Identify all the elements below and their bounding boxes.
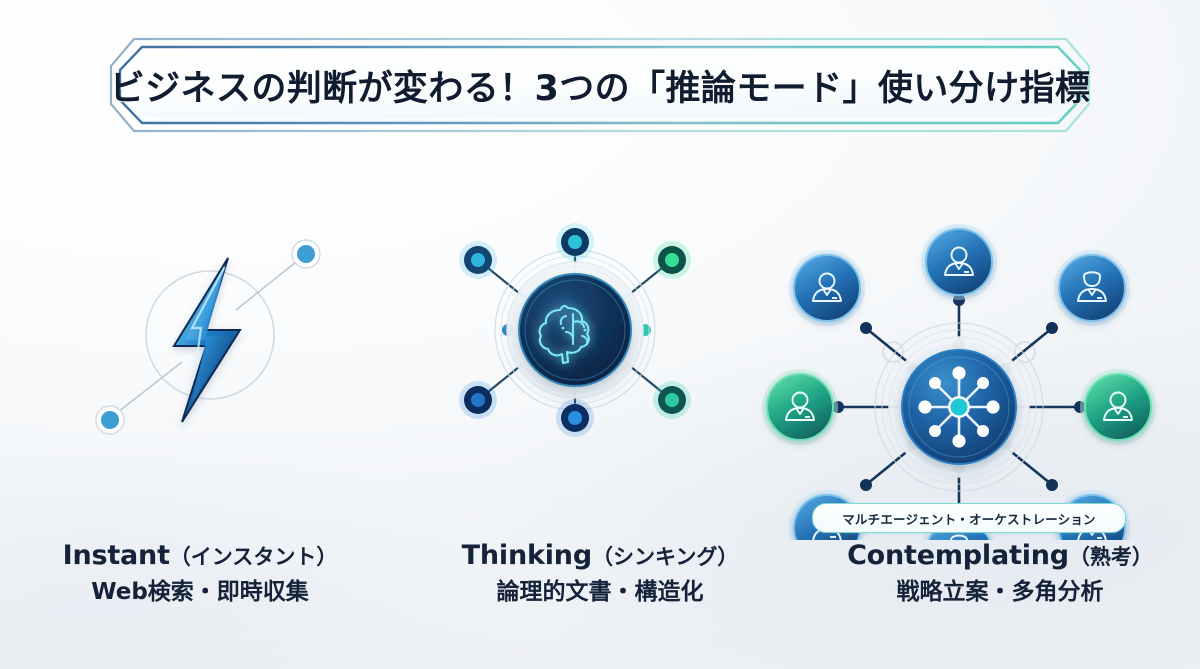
orchestration-badge-label: マルチエージェント・オーケストレーション	[842, 511, 1096, 527]
caption-contemplating-name-en: Contemplating	[847, 540, 1069, 571]
agent-avatar-right	[1080, 369, 1156, 445]
brain-icon	[538, 304, 590, 365]
thinking-satellite-node-bottom	[556, 399, 594, 437]
instant-cluster	[95, 239, 321, 435]
network-hub-icon	[918, 366, 1000, 448]
agent-avatar-top	[921, 224, 997, 300]
caption-instant-name-jp: （インスタント）	[169, 545, 338, 569]
caption-instant-name-en: Instant	[62, 540, 170, 571]
caption-instant-title: Instant（インスタント）	[0, 540, 400, 572]
instant-satellite-node-2	[95, 405, 125, 435]
caption-contemplating-subtitle: 戦略立案・多角分析	[896, 578, 1104, 605]
caption-contemplating-name-jp: （熟考）	[1068, 545, 1153, 569]
orchestration-badge: マルチエージェント・オーケストレーション	[812, 503, 1126, 533]
thinking-satellite-node-lower-right	[653, 381, 691, 419]
thinking-cluster	[459, 223, 691, 437]
diagram-svg	[95, 223, 1156, 540]
contemplating-cluster	[762, 224, 1156, 540]
title-banner-frame	[109, 37, 1091, 133]
thinking-satellite-node-lower-left	[459, 381, 497, 419]
caption-contemplating-title: Contemplating（熟考）	[800, 540, 1200, 572]
lightning-bolt-icon	[172, 257, 242, 423]
page-title: ビジネスの判断が変わる！3つの「推論モード」使い分け指標	[109, 68, 1091, 109]
agent-avatar-upper-right	[1054, 250, 1130, 326]
instant-outline-circle	[145, 270, 275, 400]
caption-thinking: Thinking（シンキング） 論理的文書・構造化	[400, 538, 800, 648]
instant-spoke-sw	[117, 361, 183, 413]
instant-satellite-node-1	[291, 239, 321, 269]
caption-instant: Instant（インスタント） Web検索・即時収集	[0, 538, 400, 648]
agent-avatar-upper-left	[789, 250, 865, 326]
thinking-hub	[518, 273, 632, 387]
instant-spoke-ne	[235, 261, 297, 311]
agent-avatar-left	[762, 369, 838, 445]
thinking-satellite-node-upper-right	[653, 241, 691, 279]
caption-instant-subtitle: Web検索・即時収集	[91, 578, 309, 605]
mode-captions: Instant（インスタント） Web検索・即時収集 Thinking（シンキン…	[0, 538, 1200, 648]
caption-contemplating: Contemplating（熟考） 戦略立案・多角分析	[800, 538, 1200, 648]
caption-thinking-name-jp: （シンキング）	[591, 545, 739, 569]
thinking-satellite-node-top	[556, 223, 594, 261]
concept-diagram	[0, 140, 1200, 540]
thinking-satellite-node-upper-left	[459, 241, 497, 279]
title-banner: ビジネスの判断が変わる！3つの「推論モード」使い分け指標	[108, 36, 1092, 134]
caption-thinking-subtitle: 論理的文書・構造化	[496, 578, 704, 605]
caption-thinking-name-en: Thinking	[461, 540, 592, 571]
caption-thinking-title: Thinking（シンキング）	[400, 540, 800, 572]
